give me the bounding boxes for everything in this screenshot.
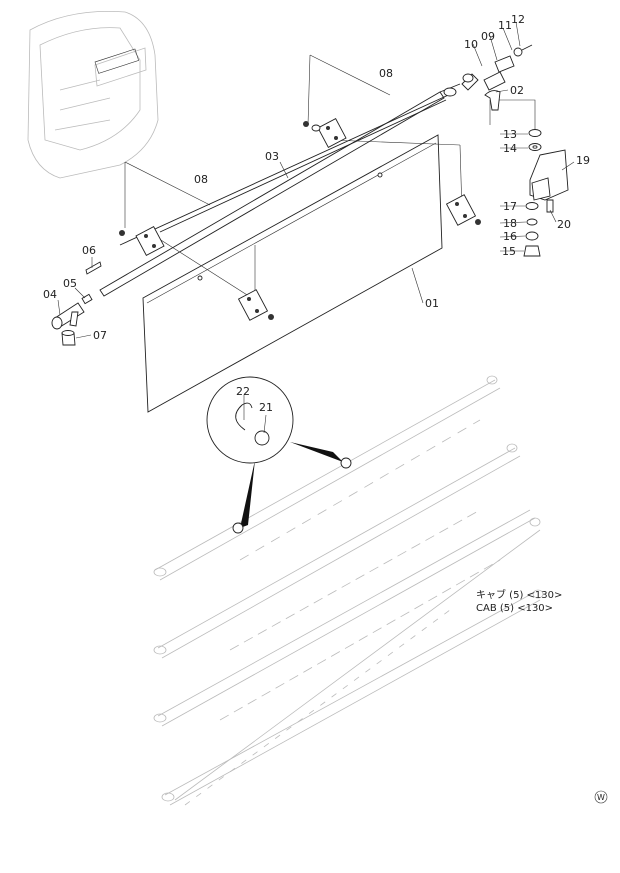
- detail-inset: [206, 376, 352, 534]
- callout-22: 22: [236, 385, 250, 398]
- callout-05: 05: [63, 277, 77, 290]
- right-top-parts: [461, 44, 533, 111]
- callout-13: 13: [503, 128, 517, 141]
- callout-04: 04: [43, 288, 57, 301]
- callout-15: 15: [502, 245, 516, 258]
- hinge-upper-right: [303, 117, 347, 149]
- callout-03: 03: [265, 150, 279, 163]
- callout-20: 20: [557, 218, 571, 231]
- callout-07: 07: [93, 329, 107, 342]
- rods: [99, 83, 461, 297]
- callout-02: 02: [510, 84, 524, 97]
- callout-10: 10: [464, 38, 478, 51]
- callout-17: 17: [503, 200, 517, 213]
- caption-english: CAB (5) <130>: [476, 603, 553, 614]
- hinges: [119, 117, 481, 321]
- cab-outline: [27, 11, 159, 179]
- callouts: 01 02 03 04 05 06 07 08 08 09 10 11 12 1…: [43, 13, 590, 414]
- frame-ghost-rails: [153, 375, 544, 806]
- callout-leaders: [57, 21, 575, 339]
- callout-06: 06: [82, 244, 96, 257]
- corner-mark: W: [594, 790, 608, 804]
- panel-01: [142, 134, 443, 413]
- callout-09: 09: [481, 30, 495, 43]
- hinge-upper-left: [119, 225, 165, 257]
- leader-lines: [124, 54, 536, 301]
- caption: キャブ (5) <130> CAB (5) <130>: [476, 588, 562, 614]
- callout-14: 14: [503, 142, 517, 155]
- callout-19: 19: [576, 154, 590, 167]
- caption-japanese: キャブ (5) <130>: [476, 588, 562, 601]
- hinge-lower-left: [237, 289, 274, 321]
- left-end-parts: [51, 261, 102, 346]
- bracket-parts: [523, 129, 569, 257]
- callout-01: 01: [425, 297, 439, 310]
- callout-21: 21: [259, 401, 273, 414]
- callout-08-upper: 08: [379, 67, 393, 80]
- callout-08-lower: 08: [194, 173, 208, 186]
- callout-11: 11: [498, 19, 512, 32]
- callout-12: 12: [511, 13, 525, 26]
- hinge-lower-right: [445, 194, 481, 226]
- corner-mark-letter: W: [597, 793, 605, 802]
- callout-18: 18: [503, 217, 517, 230]
